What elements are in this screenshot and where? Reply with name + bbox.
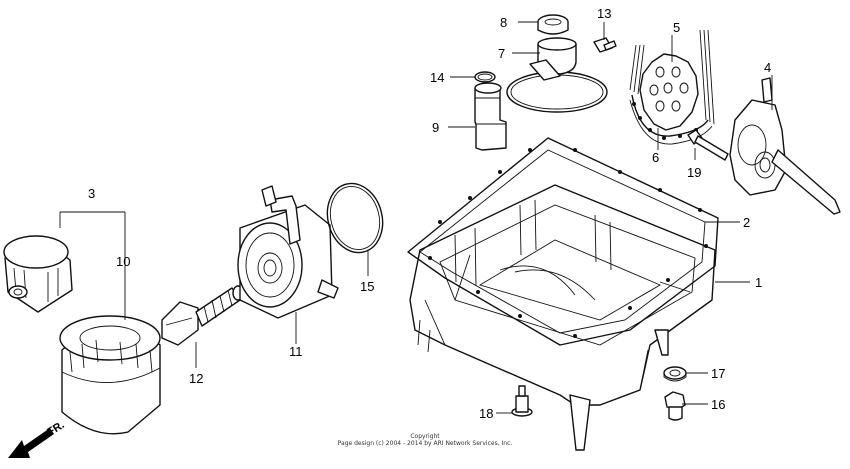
- oil-pan: [409, 184, 716, 451]
- bolt-13: [593, 37, 617, 53]
- callout-16: 16: [711, 397, 725, 412]
- small-o-ring: [474, 71, 496, 83]
- oil-filter-cartridge: [59, 315, 161, 435]
- callout-5: 5: [673, 20, 680, 35]
- callout-17: 17: [711, 366, 725, 381]
- oil-seal: [537, 14, 569, 35]
- callout-6: 6: [652, 150, 659, 165]
- oil-strainer: [506, 37, 608, 113]
- callout-13: 13: [597, 6, 611, 21]
- oil-strainer-pipe: [474, 82, 507, 151]
- oil-cooler-bolt: [161, 285, 244, 346]
- copyright-title: Copyright: [410, 433, 440, 440]
- callout-19: 19: [687, 165, 701, 180]
- callout-11: 11: [289, 344, 303, 359]
- callout-4: 4: [764, 60, 771, 75]
- callout-1: 1: [755, 275, 762, 290]
- flange-bolt: [511, 385, 533, 417]
- oil-pan-gasket: [407, 137, 719, 346]
- callout-12: 12: [189, 371, 203, 386]
- sealing-washer: [663, 366, 687, 382]
- drain-bolt: [664, 391, 686, 421]
- oil-filter-element: [3, 235, 73, 313]
- callout-18: 18: [479, 406, 493, 421]
- oil-cooler: [237, 185, 339, 319]
- callout-7: 7: [498, 46, 505, 61]
- oil-pump-sprocket: [639, 53, 699, 131]
- callout-numbers: 1 2 3 4 5 6 7 8 9 10 11 12 13 14 15 16 1…: [88, 6, 771, 421]
- callout-3: 3: [88, 186, 95, 201]
- o-ring: [326, 182, 384, 254]
- callout-10: 10: [116, 254, 130, 269]
- callout-8: 8: [500, 15, 507, 30]
- copyright-notice: Page design (c) 2004 - 2014 by ARI Netwo…: [337, 440, 513, 447]
- callout-14: 14: [430, 70, 444, 85]
- oil-pump: [729, 77, 841, 215]
- callout-2: 2: [743, 215, 750, 230]
- bolt-19: [687, 129, 729, 161]
- leader-lines: [59, 21, 773, 414]
- callout-9: 9: [432, 120, 439, 135]
- callout-15: 15: [360, 279, 374, 294]
